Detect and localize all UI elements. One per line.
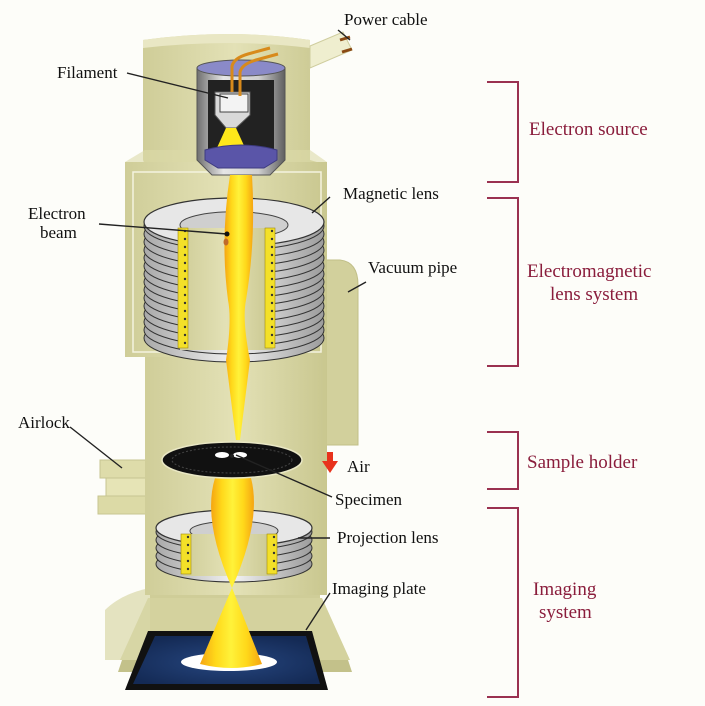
magnetic-lens-coil-wire (183, 293, 187, 297)
section-electron-source: Electron source (529, 119, 648, 140)
magnetic-lens-coil-wire (183, 309, 187, 313)
magnetic-lens-coil-wire (183, 269, 187, 273)
section-electromagnetic-lens-system-1: Electromagnetic (527, 261, 652, 282)
label-magnetic-lens: Magnetic lens (343, 184, 439, 203)
label-power-cable: Power cable (344, 10, 428, 29)
label-specimen: Specimen (335, 490, 403, 509)
section-imaging-system-1: Imaging (533, 579, 597, 600)
label-projection-lens: Projection lens (337, 528, 439, 547)
magnetic-lens-coil-wire (270, 269, 274, 273)
section-imaging-system-2: system (539, 602, 592, 623)
projection-lens-coil-wire (272, 535, 276, 539)
projection-lens-coil-wire (186, 567, 190, 571)
electron-gun (196, 46, 286, 176)
section-electromagnetic-lens-system-2: lens system (550, 284, 638, 305)
magnetic-lens-coil-wire (183, 341, 187, 345)
label-imaging-plate: Imaging plate (332, 579, 426, 598)
magnetic-lens-coil-wire (270, 333, 274, 337)
bracket-sample-holder (487, 431, 519, 490)
magnetic-lens-coil-wire (183, 333, 187, 337)
magnetic-lens-coil-wire (270, 325, 274, 329)
section-sample-holder: Sample holder (527, 452, 638, 473)
projection-lens-coil (180, 533, 192, 575)
air-arrow-icon (322, 452, 338, 473)
imaging-plate (125, 588, 328, 690)
projection-lens-coil-wire (272, 551, 276, 555)
projection-lens-coil-wire (272, 543, 276, 547)
magnetic-lens-coil-wire (183, 285, 187, 289)
leader-lines (69, 29, 367, 631)
bracket-electromagnetic-lens-system (487, 197, 519, 367)
section-brackets (487, 81, 519, 698)
magnetic-lens-coil-wire (270, 277, 274, 281)
magnetic-lens-coil-wire (270, 285, 274, 289)
label-vacuum-pipe: Vacuum pipe (368, 258, 457, 277)
magnetic-lens-coil-wire (183, 261, 187, 265)
power-cable (309, 31, 353, 69)
magnetic-lens-coil-wire (270, 245, 274, 249)
magnetic-lens-coil-wire (270, 229, 274, 233)
airlock (97, 459, 147, 515)
magnetic-lens-coil-wire (270, 261, 274, 265)
magnetic-lens-coil-wire (270, 317, 274, 321)
magnetic-lens-coil-wire (183, 301, 187, 305)
projection-lens-coil-wire (186, 535, 190, 539)
label-electron-beam-1: Electron (28, 204, 86, 223)
magnetic-lens-coil-wire (183, 245, 187, 249)
electron-beam-upper (224, 175, 254, 440)
magnetic-lens-coil-wire (270, 293, 274, 297)
projection-lens-coil-wire (272, 567, 276, 571)
magnetic-lens-coil-wire (183, 237, 187, 241)
label-air: Air (347, 457, 370, 476)
projection-lens-coil-wire (186, 543, 190, 547)
magnetic-lens-coil-wire (270, 309, 274, 313)
magnetic-lens-coil-wire (270, 253, 274, 257)
magnetic-lens-coil (177, 227, 189, 349)
projection-lens-coil-wire (186, 559, 190, 563)
projection-lens-coil (266, 533, 278, 575)
magnetic-lens-coil-wire (183, 325, 187, 329)
specimen-holder (161, 441, 303, 479)
bracket-electron-source (487, 81, 519, 183)
label-electron-beam-2: beam (40, 223, 77, 242)
magnetic-lens-coil-wire (183, 253, 187, 257)
magnetic-lens-coil-wire (270, 237, 274, 241)
magnetic-lens-coil-wire (183, 317, 187, 321)
projection-lens-coil-wire (272, 559, 276, 563)
magnetic-lens-coil-wire (183, 277, 187, 281)
label-airlock: Airlock (18, 413, 70, 432)
bracket-imaging-system (487, 507, 519, 698)
projection-lens-coil-wire (186, 551, 190, 555)
magnetic-lens-coil-wire (270, 341, 274, 345)
magnetic-lens-coil (264, 227, 276, 349)
label-filament: Filament (57, 63, 118, 82)
magnetic-lens-coil-wire (270, 301, 274, 305)
